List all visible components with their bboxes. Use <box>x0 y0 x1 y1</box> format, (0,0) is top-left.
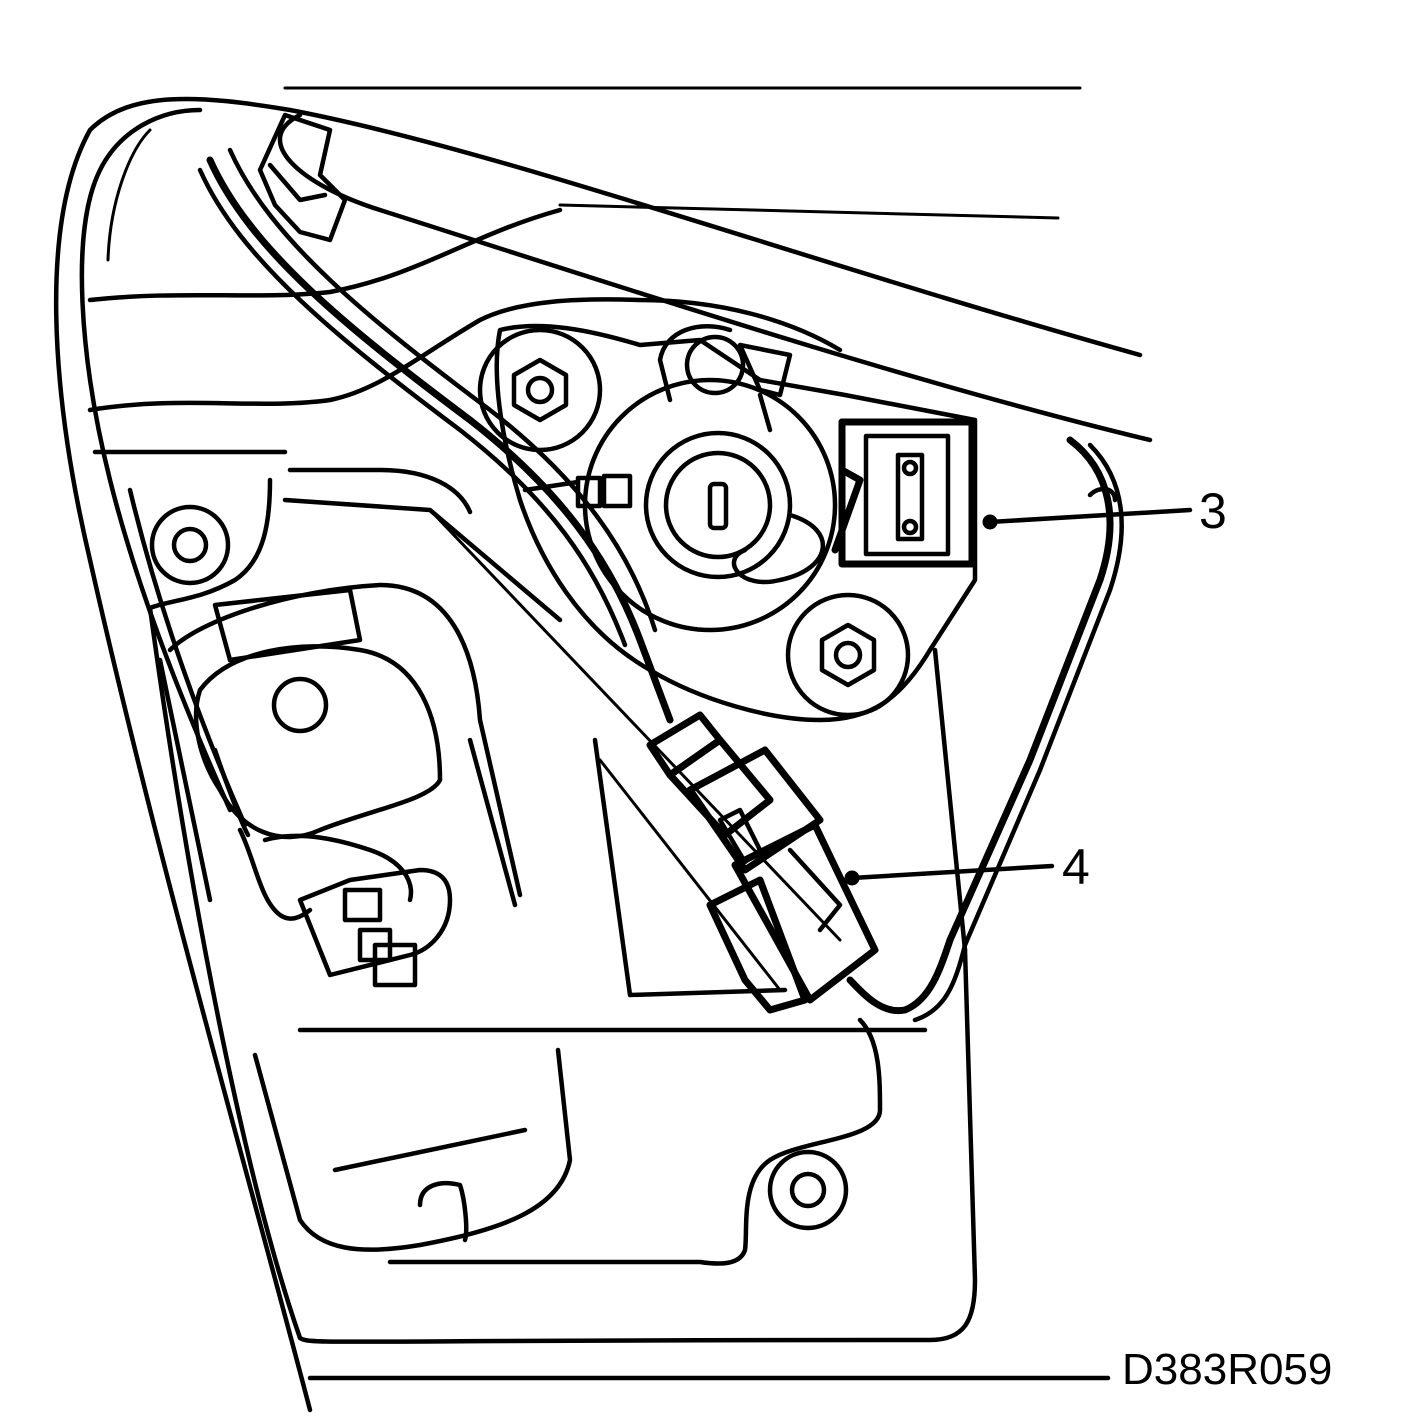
nut-lower-icon <box>819 622 877 688</box>
rod-clip-ring <box>684 334 746 396</box>
screw-hole-bottom <box>767 1149 849 1231</box>
mounting-holes <box>149 504 849 1231</box>
handle-pivot-hole <box>271 676 329 734</box>
callout-leaders <box>844 507 1193 886</box>
figure-code: D383R059 <box>1122 1345 1333 1394</box>
screw-hole-bottom-inner <box>789 1171 827 1209</box>
lock-cylinder-ring <box>643 430 793 580</box>
screw-hole-left <box>149 504 231 586</box>
nut-upper-icon <box>511 357 569 423</box>
leader-dot-3 <box>982 514 998 530</box>
handle-connector <box>237 827 453 988</box>
connector-housing-a <box>686 746 824 874</box>
switch-body <box>863 433 951 557</box>
wiring-harness <box>79 107 1124 1023</box>
door-inner-panel <box>87 207 978 1344</box>
tab-b <box>601 473 633 509</box>
key-slot-icon <box>707 481 729 531</box>
callout-label-3: 3 <box>1199 483 1227 539</box>
switch-contact <box>895 452 925 542</box>
connector-latch <box>706 876 809 1014</box>
rod-clip <box>737 342 793 398</box>
screw-hole-left-inner <box>171 526 209 564</box>
harness-clip-top <box>257 112 348 243</box>
handle-recess <box>157 582 573 1252</box>
lock-switch-component <box>831 418 976 568</box>
leader-line-4 <box>849 863 1055 881</box>
leader-dot-4 <box>844 870 860 886</box>
lock-mechanism-plate <box>477 323 978 723</box>
nut-boss-lower <box>785 592 911 718</box>
door-frame-lines <box>283 86 1111 1381</box>
switch-housing <box>838 418 976 568</box>
leader-line-3 <box>987 507 1193 525</box>
lock-cylinder-core <box>663 450 773 560</box>
callout-label-4: 4 <box>1062 839 1090 895</box>
door-outer-panel <box>53 96 1153 1413</box>
inline-connector <box>646 711 879 1014</box>
